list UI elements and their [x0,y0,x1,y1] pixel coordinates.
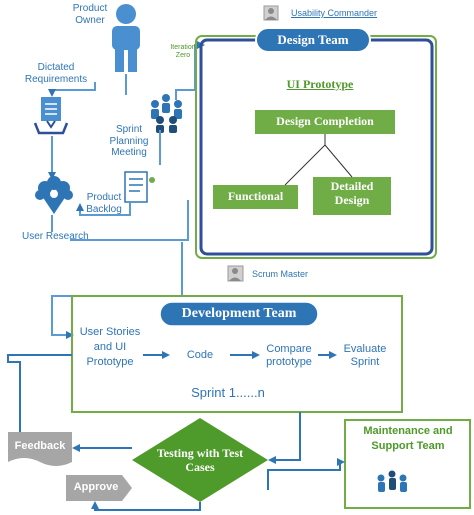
testing-diamond [132,418,268,502]
step-evaluate-sprint: Evaluate Sprint [343,343,387,368]
testing-label: Testing with Test Cases [156,446,244,474]
design-team-outer-frame [195,35,437,259]
step-code: Code [186,349,214,361]
sprint-planning-meeting-label: Sprint Planning Meeting [109,124,149,158]
maintenance-frame [344,419,471,509]
design-team-title: Design Team [277,32,349,47]
step-compare-prototype: Compare prototype [266,343,312,368]
team-meeting-icon [151,94,182,133]
scrum-master-label: Scrum Master [252,269,309,279]
iteration-zero-label: Iteration Zero [170,44,196,60]
user-research-label: User Research [22,231,89,242]
design-completion-label: Design Completion [276,114,374,128]
feedback-shape [8,432,72,466]
detailed-design-label: Detailed Design [330,179,374,207]
design-completion-box [255,110,395,134]
ui-prototype-label: UI Prototype [286,77,354,91]
feedback-label: Feedback [14,440,66,452]
sprint-label: Sprint 1......n [191,385,265,400]
cloud-idea-icon [35,176,73,214]
connector-to-development [51,242,183,339]
flow-connectors [48,41,205,241]
design-team-frame [199,38,434,256]
design-tree-branches [284,134,353,186]
maintenance-label: Maintenance and Support Team [363,425,453,452]
approve-label: Approve [73,481,119,493]
support-team-icon [377,470,407,492]
step-user-stories: User Stories and UI Prototype [79,326,141,368]
development-team-title: Development Team [181,306,297,321]
product-owner-label: Product Owner [72,3,108,26]
development-team-pill [159,301,319,327]
product-backlog-label: Product Backlog [86,192,122,215]
functional-label: Functional [227,189,284,203]
usability-commander-avatar-icon [263,5,279,21]
design-team-pill [255,27,371,53]
scrum-master-avatar-icon [227,265,244,282]
dictated-requirements-label: Dictated Requirements [24,62,88,85]
lower-connectors [7,354,345,511]
detailed-design-box [313,177,391,215]
usability-commander-label: Usability Commander [291,8,378,18]
document-download-icon [33,97,69,135]
product-backlog-document-icon [124,171,155,203]
functional-box [213,185,298,209]
approve-shape [66,475,132,501]
product-owner-person-icon [112,4,140,72]
